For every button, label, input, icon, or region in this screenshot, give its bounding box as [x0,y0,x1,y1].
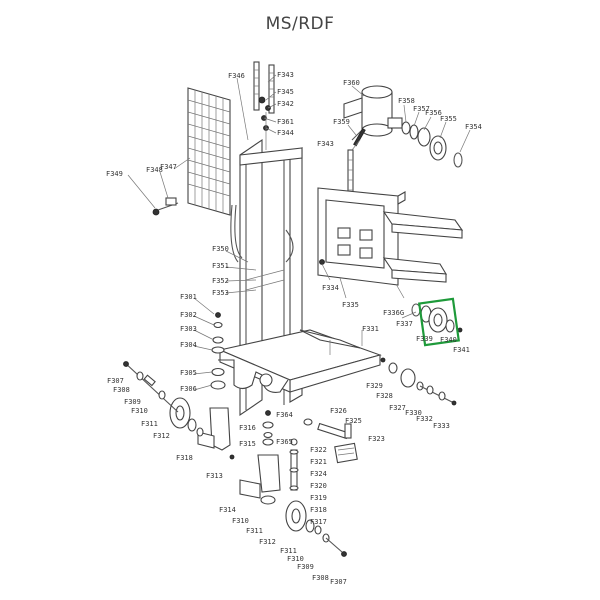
leader-lines [127,74,471,391]
label-F339: F339 [416,335,433,343]
label-F354: F354 [465,123,482,131]
label-F310-lower: F310 [287,555,304,563]
label-F328: F328 [376,392,393,400]
label-F357: F357 [413,105,430,113]
label-F360: F360 [343,79,360,87]
label-F307-lower: F307 [330,578,347,586]
label-F323: F323 [368,435,385,443]
label-F364: F364 [276,411,293,419]
label-F303: F303 [180,325,197,333]
label-F324: F324 [310,470,327,478]
label-F311-left: F311 [141,420,158,428]
label-F343-carriage: F343 [317,140,334,148]
label-F336G: F336G [383,309,404,317]
label-F318-left: F318 [176,454,193,462]
label-F335: F335 [342,301,359,309]
label-F333: F333 [433,422,450,430]
label-F317: F317 [310,518,327,526]
label-F329: F329 [366,382,383,390]
label-F341: F341 [453,346,470,354]
mesh-guard [187,87,231,216]
label-F365: F365 [276,438,293,446]
label-F313: F313 [206,472,223,480]
highlight-box [418,297,460,347]
label-F305: F305 [180,369,197,377]
label-F319: F319 [310,494,327,502]
label-F353: F353 [212,289,229,297]
right-axle [380,357,457,406]
label-F310-center: F310 [232,517,249,525]
label-F307-left: F307 [107,377,124,385]
chain-bolts [253,61,275,150]
page-title: MS/RDF [265,14,335,34]
base-frame [218,329,382,393]
label-F315: F315 [239,440,256,448]
label-F322: F322 [310,446,327,454]
label-F314: F314 [219,506,236,514]
center-caster [239,410,347,557]
label-F337: F337 [396,320,413,328]
label-F356: F356 [425,109,442,117]
label-F326: F326 [330,407,347,415]
label-F351: F351 [212,262,229,270]
label-F349: F349 [106,170,123,178]
label-F352: F352 [212,277,229,285]
label-F330: F330 [405,409,422,417]
label-F355: F355 [440,115,457,123]
label-F308-lower: F308 [312,574,329,582]
label-F310-left: F310 [131,407,148,415]
label-F361: F361 [277,118,294,126]
label-F340: F340 [440,336,457,344]
label-F350: F350 [212,245,229,253]
label-F304: F304 [180,341,197,349]
label-F332: F332 [416,415,433,423]
label-F325: F325 [345,417,362,425]
label-F311-center: F311 [246,527,263,535]
cylinder-head [343,85,463,168]
label-F342: F342 [277,100,294,108]
label-F306: F306 [180,385,197,393]
label-F358: F358 [398,97,415,105]
label-F321: F321 [310,458,327,466]
fork-carriage [317,149,464,286]
label-F344: F344 [277,129,294,137]
label-F345: F345 [277,88,294,96]
label-F331: F331 [362,325,379,333]
label-F320: F320 [310,482,327,490]
label-F334: F334 [322,284,339,292]
label-F309-lower: F309 [297,563,314,571]
label-F347: F347 [160,163,177,171]
label-F316: F316 [239,424,256,432]
label-F301: F301 [180,293,197,301]
left-caster [123,312,235,460]
label-F348: F348 [146,166,163,174]
label-F309-left: F309 [124,398,141,406]
label-F308-left: F308 [113,386,130,394]
guard-bolt [152,197,179,216]
label-F346: F346 [228,72,245,80]
pedal-column [289,418,358,491]
label-F327: F327 [389,404,406,412]
label-F312-center: F312 [259,538,276,546]
roller-stack [411,303,463,333]
part-labels: F343 F345 F346 F342 F361 F344 F348 F347 … [106,71,482,586]
label-F312-left: F312 [153,432,170,440]
label-F302: F302 [180,311,197,319]
label-F311-lower: F311 [280,547,297,555]
label-F343: F343 [277,71,294,79]
label-F318-center: F318 [310,506,327,514]
label-F359: F359 [333,118,350,126]
